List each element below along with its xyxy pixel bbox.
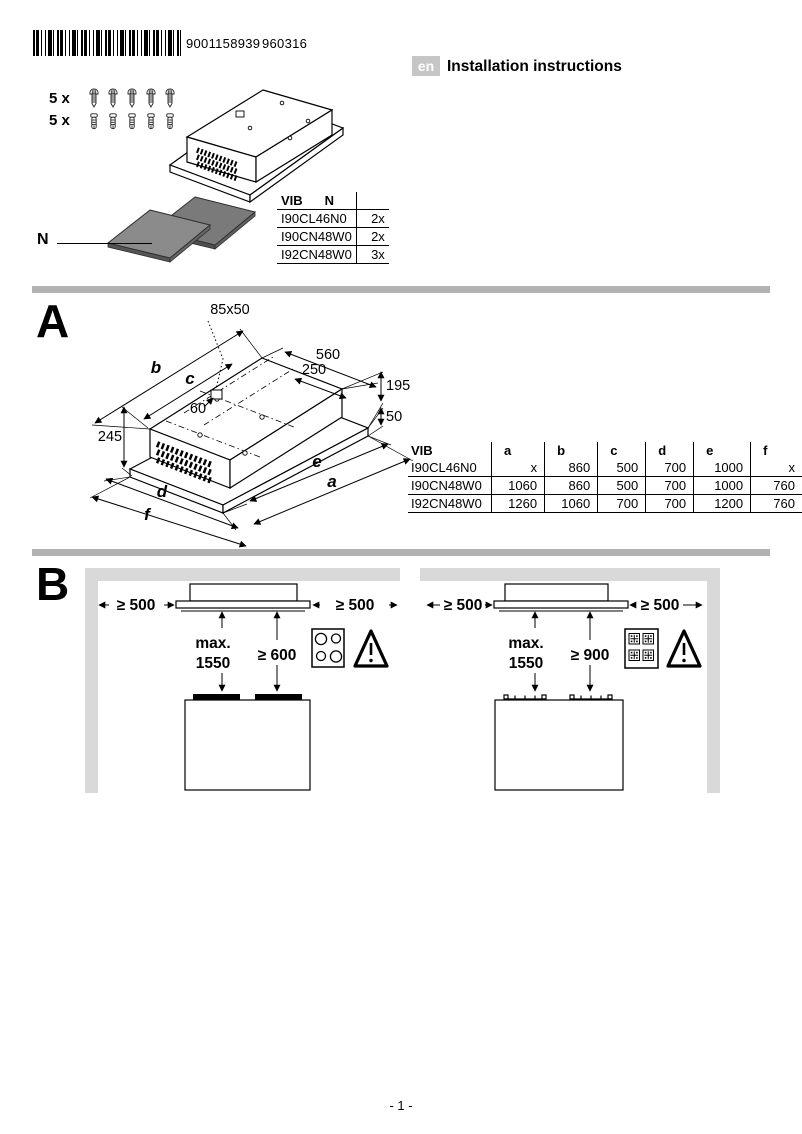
stove-side-view bbox=[494, 694, 624, 791]
clearance-left-label: ≥ 500 bbox=[444, 597, 483, 614]
hood-body bbox=[185, 89, 334, 184]
filters-leader-line bbox=[57, 243, 152, 244]
page-number: - 1 - bbox=[389, 1098, 413, 1113]
dim-b: b bbox=[151, 358, 161, 377]
model-cell: I90CN48W0 bbox=[277, 227, 357, 246]
table-row: I92CN48W0 3x bbox=[277, 245, 389, 264]
barcode-number: 9001158939 bbox=[186, 36, 261, 51]
clearance-arrows bbox=[426, 601, 703, 692]
dim-195: 195 bbox=[386, 378, 410, 394]
max-value: 1550 bbox=[196, 655, 230, 672]
wall-left bbox=[85, 568, 98, 793]
dim-c: c bbox=[185, 369, 195, 388]
wall-right bbox=[707, 568, 720, 793]
electric-hob-icon bbox=[311, 628, 345, 668]
clearance-left-label: ≥ 500 bbox=[117, 597, 156, 614]
col-header: d bbox=[645, 442, 694, 459]
max-label: max. bbox=[508, 635, 543, 652]
col-header: c bbox=[597, 442, 646, 459]
section-divider bbox=[32, 286, 770, 293]
dim-250: 250 bbox=[302, 362, 326, 378]
col-header: f bbox=[750, 442, 802, 459]
filters-illustration bbox=[106, 196, 257, 263]
min-distance-label: ≥ 600 bbox=[258, 647, 297, 664]
dim-d: d bbox=[157, 482, 168, 501]
dim-560: 560 bbox=[316, 347, 340, 363]
dim-e: e bbox=[312, 452, 321, 471]
table-header-row: VIB a b c d e f bbox=[408, 442, 802, 459]
warning-icon bbox=[353, 629, 389, 668]
print-code: 960316 bbox=[262, 36, 308, 51]
section-a-label: A bbox=[36, 295, 70, 347]
qty-cell: 2x bbox=[355, 209, 389, 228]
max-value: 1550 bbox=[509, 655, 543, 672]
dimension-diagram: 85x50 b c bbox=[89, 302, 414, 548]
table-row: I92CN48W0 1260 1060 700 700 1200 760 bbox=[408, 494, 802, 513]
table-row: I90CN48W0 1060 860 500 700 1000 760 bbox=[408, 476, 802, 495]
col-header: b bbox=[544, 442, 598, 459]
clearance-diagram-gas: ≥ 500 ≥ 500 max. 1550 ≥ 900 bbox=[420, 568, 720, 793]
qty-cell: 2x bbox=[355, 227, 389, 246]
filter-panel-front bbox=[106, 209, 212, 263]
dim-50: 50 bbox=[386, 409, 402, 425]
screws-quantity: 5 x bbox=[49, 90, 70, 107]
dim-60: 60 bbox=[190, 401, 206, 417]
table-row: I90CL46N0 2x bbox=[277, 209, 389, 228]
page-title: Installation instructions bbox=[447, 58, 622, 75]
qty-cell: 3x bbox=[355, 245, 389, 264]
table-header-row: VIB N bbox=[277, 192, 389, 210]
hood-side-view bbox=[175, 583, 311, 612]
model-cell: I92CN48W0 bbox=[277, 245, 357, 264]
min-distance-label: ≥ 900 bbox=[571, 647, 610, 664]
col-header-model: VIB bbox=[281, 193, 303, 208]
cutout-size-label: 85x50 bbox=[210, 302, 250, 318]
stove-side-view bbox=[184, 694, 311, 791]
dimension-table: VIB a b c d e f I90CL46N0 x 860 500 700 … bbox=[408, 442, 802, 513]
col-header: a bbox=[490, 442, 545, 459]
hood-side-view bbox=[493, 583, 629, 612]
clearance-arrows bbox=[98, 601, 398, 692]
dimension-lines bbox=[91, 330, 411, 548]
ceiling bbox=[85, 568, 400, 581]
filters-label: N bbox=[37, 231, 49, 248]
barcode bbox=[33, 30, 181, 56]
hood-illustration bbox=[168, 89, 345, 204]
anchors-quantity: 5 x bbox=[49, 112, 70, 129]
max-label: max. bbox=[195, 635, 230, 652]
dim-a: a bbox=[327, 472, 336, 491]
ceiling bbox=[420, 568, 720, 581]
gas-hob-icon bbox=[624, 628, 659, 669]
section-divider bbox=[32, 549, 770, 556]
cutout-leader-line bbox=[207, 320, 224, 390]
dim-245: 245 bbox=[98, 429, 122, 445]
table-row: I90CN48W0 2x bbox=[277, 227, 389, 246]
clearance-diagram-electric: ≥ 500 ≥ 500 max. 1550 ≥ 600 bbox=[85, 568, 400, 793]
section-b-label: B bbox=[36, 558, 70, 610]
filter-quantity-table: VIB N I90CL46N0 2x I90CN48W0 2x I92CN48W0… bbox=[277, 192, 389, 264]
col-header: e bbox=[693, 442, 751, 459]
model-cell: I90CL46N0 bbox=[277, 209, 357, 228]
col-header-qty: N bbox=[324, 193, 335, 208]
clearance-right-label: ≥ 500 bbox=[641, 597, 680, 614]
warning-icon bbox=[666, 629, 702, 668]
col-header: VIB bbox=[411, 443, 433, 458]
dim-f: f bbox=[144, 505, 152, 524]
language-badge: en bbox=[412, 56, 440, 76]
clearance-right-label: ≥ 500 bbox=[336, 597, 375, 614]
table-row: I90CL46N0 x 860 500 700 1000 x bbox=[408, 459, 802, 477]
